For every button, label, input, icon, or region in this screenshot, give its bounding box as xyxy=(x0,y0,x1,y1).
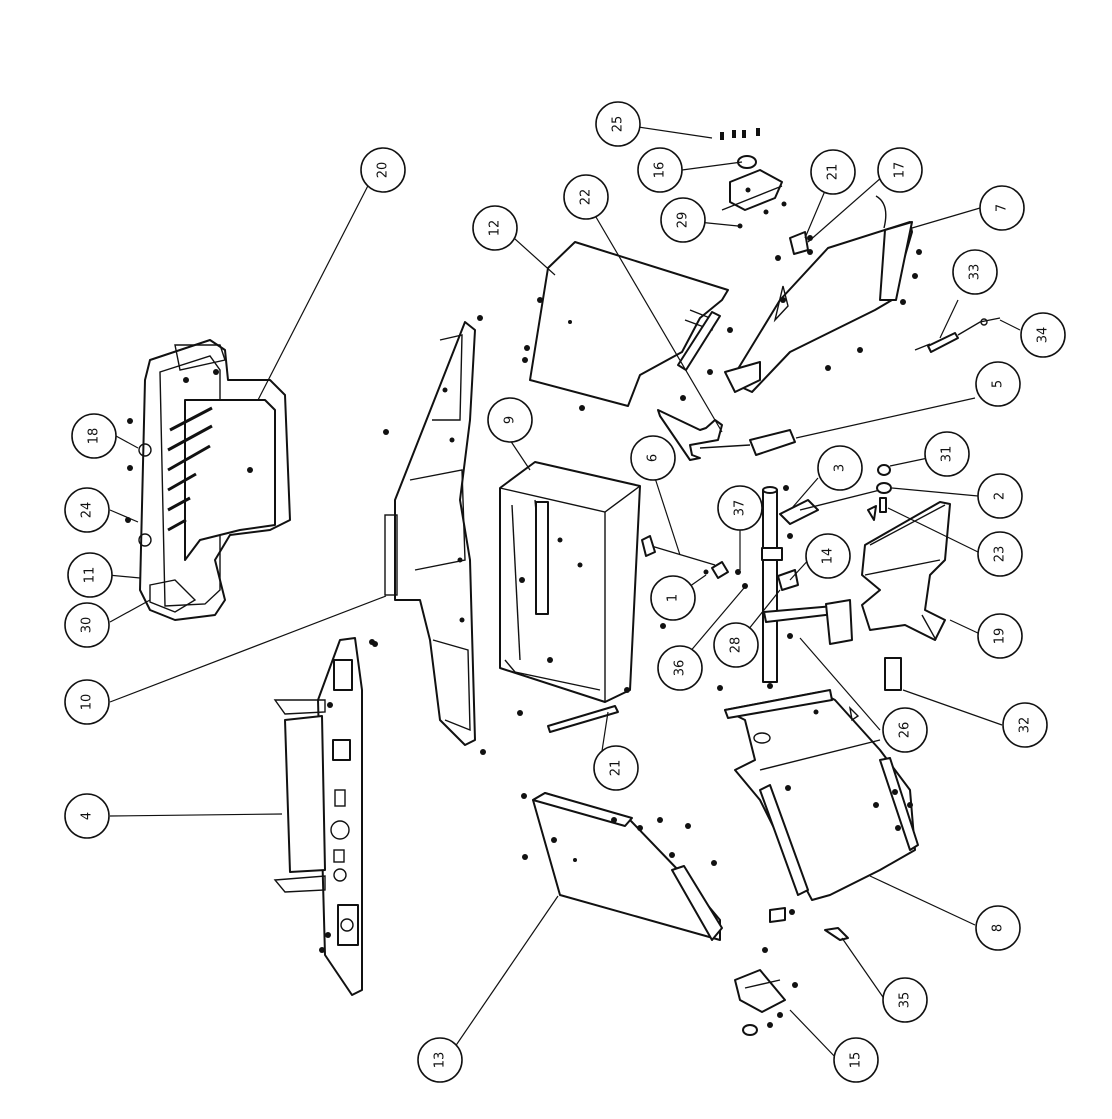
callout-17: 17 xyxy=(877,147,923,193)
svg-text:25: 25 xyxy=(611,116,626,133)
callout-21-top: 21 xyxy=(810,149,856,195)
callout-2: 2 xyxy=(977,473,1023,519)
svg-text:34: 34 xyxy=(1036,327,1051,344)
svg-text:19: 19 xyxy=(993,628,1008,645)
svg-text:21: 21 xyxy=(609,760,624,777)
callout-30: 30 xyxy=(64,602,110,648)
callout-6: 6 xyxy=(630,435,676,481)
part-bracket-15-35 xyxy=(734,907,849,1036)
callout-26: 26 xyxy=(882,707,928,753)
callout-24: 24 xyxy=(64,487,110,533)
callout-35: 35 xyxy=(882,977,928,1023)
callout-13: 13 xyxy=(417,1037,463,1083)
svg-text:30: 30 xyxy=(80,617,95,634)
svg-text:11: 11 xyxy=(83,567,98,584)
part-panel-4 xyxy=(273,637,375,996)
part-linkage-2 xyxy=(799,464,892,521)
callout-25: 25 xyxy=(595,101,641,147)
callout-34: 34 xyxy=(1020,312,1066,358)
svg-text:18: 18 xyxy=(87,428,102,445)
callout-16: 16 xyxy=(637,147,683,193)
svg-text:5: 5 xyxy=(991,380,1006,388)
callout-4: 4 xyxy=(64,793,110,839)
callout-3: 3 xyxy=(817,445,863,491)
svg-text:20: 20 xyxy=(376,162,391,179)
svg-text:13: 13 xyxy=(433,1052,448,1069)
svg-text:32: 32 xyxy=(1018,717,1033,734)
part-frame-11 xyxy=(125,339,291,621)
svg-text:14: 14 xyxy=(821,548,836,565)
part-bracket-16-25-29 xyxy=(720,128,787,229)
part-spring-33-34 xyxy=(914,317,1001,353)
svg-text:4: 4 xyxy=(80,812,95,820)
svg-text:33: 33 xyxy=(968,264,983,281)
svg-text:36: 36 xyxy=(673,660,688,677)
part-plate-7 xyxy=(724,195,922,393)
callout-12: 12 xyxy=(472,205,518,251)
part-cover-8 xyxy=(717,685,919,901)
svg-text:16: 16 xyxy=(653,162,668,179)
svg-text:3: 3 xyxy=(833,464,848,472)
callout-8: 8 xyxy=(975,905,1021,951)
svg-text:17: 17 xyxy=(893,162,908,179)
callout-7: 7 xyxy=(979,185,1025,231)
callout-23: 23 xyxy=(977,531,1023,577)
svg-text:15: 15 xyxy=(849,1052,864,1069)
callout-32: 32 xyxy=(1002,702,1048,748)
callout-22: 22 xyxy=(563,174,609,220)
part-plate-19 xyxy=(861,501,951,641)
svg-text:1: 1 xyxy=(666,594,681,602)
svg-text:10: 10 xyxy=(80,694,95,711)
callout-10: 10 xyxy=(64,679,110,725)
callout-31: 31 xyxy=(924,431,970,477)
svg-text:12: 12 xyxy=(488,220,503,237)
callout-5: 5 xyxy=(975,361,1021,407)
callout-19: 19 xyxy=(977,613,1023,659)
callout-15: 15 xyxy=(833,1037,879,1083)
callout-36: 36 xyxy=(657,645,703,691)
part-shaft-3 xyxy=(761,485,853,689)
svg-text:22: 22 xyxy=(579,189,594,206)
svg-text:28: 28 xyxy=(729,637,744,654)
svg-text:31: 31 xyxy=(940,446,955,463)
svg-text:29: 29 xyxy=(676,212,691,229)
part-crank-22-5 xyxy=(657,409,796,461)
part-rod-21 xyxy=(517,705,619,733)
svg-text:24: 24 xyxy=(80,502,95,519)
callout-1: 1 xyxy=(650,575,696,621)
svg-text:23: 23 xyxy=(993,546,1008,563)
callout-21: 21 xyxy=(593,745,639,791)
callout-37: 37 xyxy=(717,485,763,531)
part-block-32 xyxy=(884,657,902,691)
svg-text:2: 2 xyxy=(993,492,1008,500)
part-cover-13 xyxy=(521,792,723,941)
callout-29: 29 xyxy=(660,197,706,243)
svg-text:8: 8 xyxy=(991,924,1006,932)
svg-text:21: 21 xyxy=(826,164,841,181)
callout-9: 9 xyxy=(487,397,533,443)
callout-14: 14 xyxy=(805,533,851,579)
callout-11: 11 xyxy=(67,552,113,598)
svg-text:35: 35 xyxy=(898,992,913,1009)
svg-text:9: 9 xyxy=(503,416,518,424)
callout-18: 18 xyxy=(71,413,117,459)
callout-28: 28 xyxy=(713,622,759,668)
part-plate-10 xyxy=(372,315,486,755)
svg-text:26: 26 xyxy=(898,722,913,739)
svg-text:7: 7 xyxy=(995,204,1010,212)
part-linkage-6 xyxy=(641,535,748,589)
svg-text:6: 6 xyxy=(646,454,661,462)
part-cover-12 xyxy=(522,241,733,411)
part-box-9 xyxy=(499,461,666,703)
svg-text:37: 37 xyxy=(733,500,748,517)
callout-20: 20 xyxy=(360,147,406,193)
callout-33: 33 xyxy=(952,249,998,295)
